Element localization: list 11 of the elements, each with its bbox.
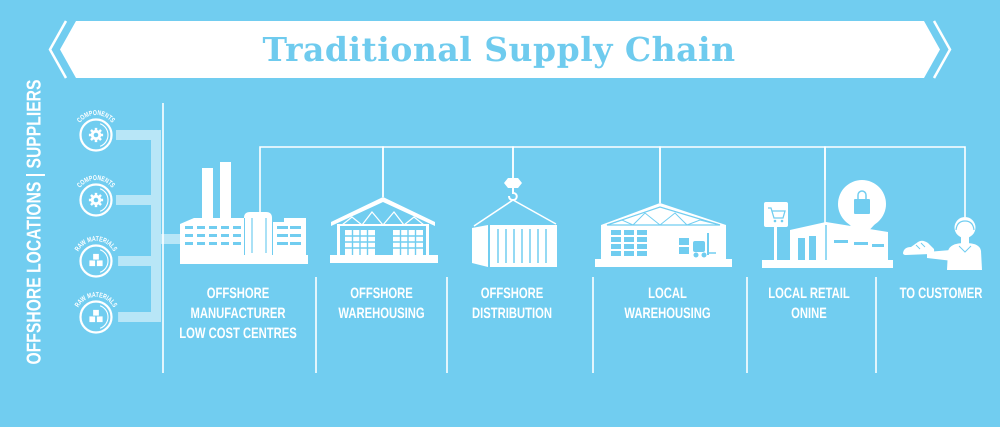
side-label: OFFSHORE LOCATIONS | SUPPLIERS — [24, 80, 44, 364]
title: Traditional Supply Chain — [262, 32, 736, 68]
stage-label: TO CUSTOMER — [899, 284, 983, 304]
connector-line — [659, 146, 826, 203]
stage-label: LOCAL WAREHOUSING — [623, 284, 711, 324]
stage-label: LOCAL RETAIL ONINE — [768, 284, 850, 324]
connector-line — [824, 146, 966, 217]
connector-line — [382, 146, 514, 197]
stage-label: OFFSHORE DISTRIBUTION — [472, 284, 552, 324]
stage-label: OFFSHORE MANUFACTURER LOW COST CENTRES — [178, 284, 298, 344]
stage-label: OFFSHORE WAREHOUSING — [337, 284, 425, 324]
